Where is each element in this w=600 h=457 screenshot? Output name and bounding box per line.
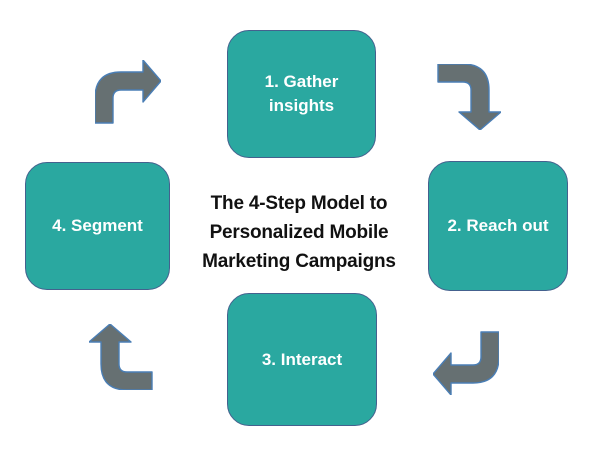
step-box-gather-insights: 1. Gather insights	[227, 30, 376, 158]
step-label-segment: 4. Segment	[52, 216, 143, 236]
curved-arrow-interact-to-segment-icon	[89, 324, 153, 390]
step-box-reach-out: 2. Reach out	[428, 161, 568, 291]
step-label-gather-insights: 1. Gather insights	[264, 72, 339, 115]
curved-arrow-segment-to-gather-icon	[95, 60, 161, 124]
diagram-title-line-1: The 4-Step Model to	[210, 193, 388, 214]
diagram-title: The 4-Step Model to Personalized Mobile …	[168, 189, 430, 276]
step-box-interact: 3. Interact	[227, 293, 377, 426]
step-label-reach-out: 2. Reach out	[447, 216, 549, 236]
curved-arrow-reach-to-interact-icon	[433, 331, 499, 395]
step-box-segment: 4. Segment	[25, 162, 170, 290]
step-label-interact: 3. Interact	[261, 349, 343, 369]
diagram-title-line-2: Personalized Mobile	[209, 222, 389, 243]
curved-arrow-gather-to-reach-icon	[437, 64, 501, 130]
diagram-title-line-3: Marketing Campaigns	[202, 251, 396, 272]
